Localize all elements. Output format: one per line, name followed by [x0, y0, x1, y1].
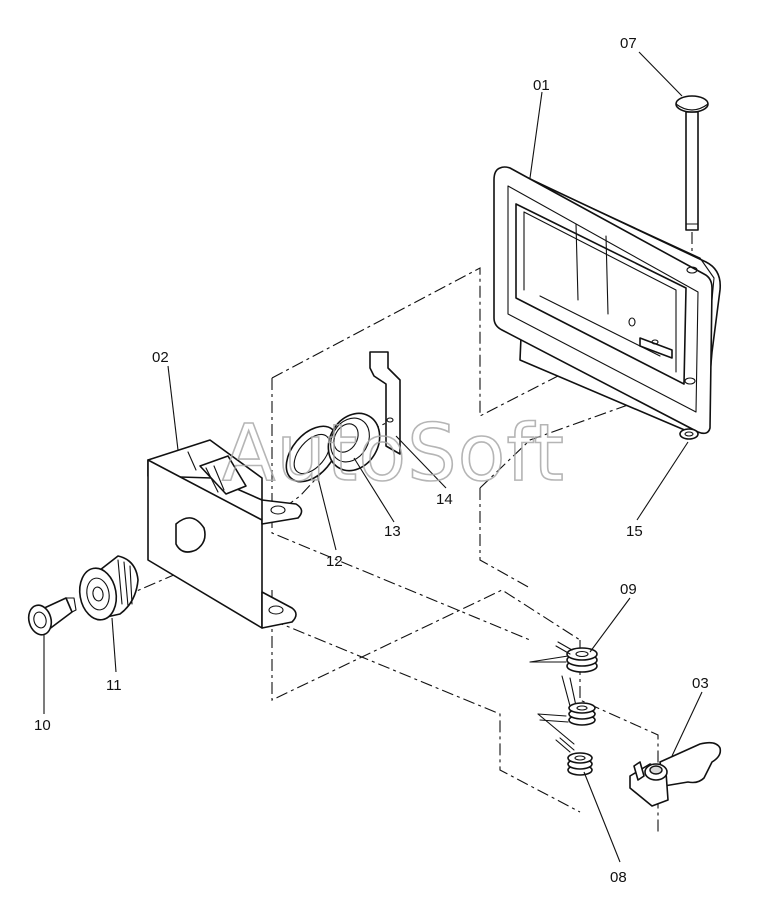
label-02: 02: [152, 349, 169, 366]
label-03: 03: [692, 675, 709, 692]
label-11: 11: [106, 677, 122, 694]
watermark: AutoSoft: [222, 409, 565, 499]
label-15: 15: [626, 523, 643, 540]
label-12: 12: [326, 553, 343, 570]
leader-lines: [43, 51, 703, 863]
part-02-bracket: [147, 439, 303, 629]
label-08: 08: [610, 869, 627, 886]
part-12-washer: [285, 425, 339, 483]
label-01: 01: [533, 77, 550, 94]
part-09-spring: [529, 641, 598, 673]
label-07: 07: [620, 35, 637, 52]
label-09: 09: [620, 581, 637, 598]
part-03-handle-lever: [629, 741, 722, 807]
part-labels: 01 02 03 07 08 09 10 11 12 13 14 15: [34, 35, 709, 886]
part-15-clip: [679, 428, 699, 440]
label-10: 10: [34, 717, 51, 734]
part-11-lock-housing: [78, 555, 139, 621]
part-01-handle-housing: [493, 166, 722, 435]
part-13-nut: [327, 412, 381, 472]
part-10-key-cylinder: [27, 597, 77, 636]
part-07-pin: [675, 95, 709, 231]
part-08-spring: [537, 675, 596, 776]
label-13: 13: [384, 523, 401, 540]
label-14: 14: [436, 491, 453, 508]
part-14-lever: [369, 351, 401, 455]
